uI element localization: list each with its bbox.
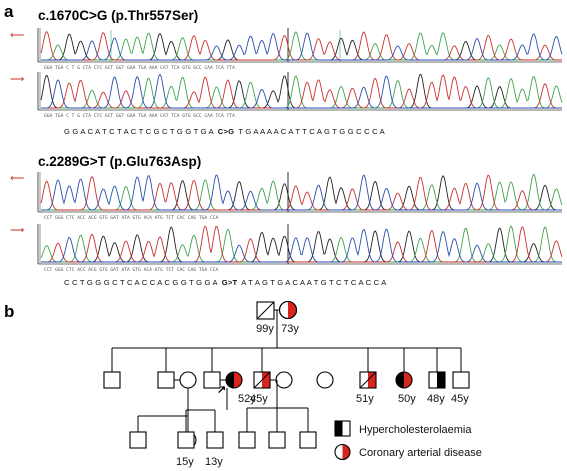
- sequence-2-right: A T A G T G A C A A T G T C T C A C C A: [241, 278, 387, 287]
- base-call-row-1b: GGA TGA C T G CTA CTC GCT GGT GAA TGA AA…: [44, 113, 235, 119]
- panel-a-label: a: [4, 2, 14, 21]
- brother-3-symbol: [428, 371, 446, 389]
- sibling-2-symbol: [157, 371, 175, 389]
- legend-label-2: Coronary arterial disease: [359, 447, 482, 459]
- sequence-1: G G A C A T C T A C T C G C T G G T G A …: [64, 127, 386, 136]
- base-call-row-1a: GGA TGA C T G CTA CTC GCT GGT GAA TGA AA…: [44, 65, 235, 71]
- base-call-row-2a: CCT GGG CTC ACC ACG GTG GAT ATA GTG ACA …: [44, 215, 218, 221]
- panel-b-label: b: [4, 302, 14, 321]
- age-child-2: 13y: [205, 456, 223, 468]
- base-call-row-2b: CCT GGG CTC ACC ACG GTG GAT ATA GTG ACA …: [44, 267, 218, 273]
- age-brother-3: 48y: [427, 393, 445, 405]
- sister-1-symbol: [316, 371, 334, 389]
- niece-nephew-1-symbol: [129, 431, 147, 449]
- age-sister: 50y: [398, 393, 416, 405]
- age-brother-1: 45y: [250, 393, 268, 405]
- sibling-1-symbol: [103, 371, 121, 389]
- forward-arrow-icon: ⟶: [10, 74, 24, 85]
- age-grandfather: 99y: [256, 323, 274, 335]
- sequence-1-right: T G A A A A C A T T C A G T G G C C C A: [238, 127, 385, 136]
- proband-child-2-symbol: [206, 431, 224, 449]
- age-proband: 52y: [238, 393, 256, 405]
- sister-2-symbol: [395, 371, 413, 389]
- chromatogram-2a: ⟵ CCT GGG CTC ACC ACG GTG GAT ATA GTG AC…: [10, 172, 563, 221]
- sequence-2: C C T G G G C T C A C C A C G G T G G A …: [64, 278, 387, 287]
- sequence-2-left: C C T G G G C T C A C C A C G G T G G A: [64, 278, 219, 287]
- brother-1-symbol: [253, 371, 271, 389]
- nephew-2-symbol: [268, 431, 286, 449]
- mutation-2-title: c.2289G>T (p.Glu763Asp): [38, 154, 201, 169]
- pedigree: 99y 73y ↗ 52y: [103, 300, 470, 468]
- mutation-2: c.2289G>T (p.Glu763Asp) ⟵ CCT GGG CTC AC…: [10, 154, 563, 287]
- deceased-slash: [256, 301, 275, 320]
- legend: Hypercholesterolaemia Coronary arterial …: [334, 420, 482, 461]
- legend-hypercholesterolaemia: Hypercholesterolaemia: [334, 420, 472, 437]
- trace-c-peaks: [41, 228, 562, 263]
- trace-t-peaks: [41, 74, 562, 109]
- proband-child-1-symbol: [177, 431, 195, 449]
- trace-g-peaks: [41, 226, 562, 263]
- trace-c-peaks: [41, 174, 562, 211]
- reverse-arrow-icon: ⟵: [10, 173, 24, 184]
- brother-2-symbol: [359, 371, 377, 389]
- proband-symbol: [225, 371, 243, 389]
- sibling-2-spouse-symbol: [179, 371, 197, 389]
- proband-arrow-icon: ↗: [217, 384, 226, 396]
- trace-a-peaks: [41, 173, 563, 211]
- trace-g-peaks: [41, 174, 562, 211]
- chromatogram-2b: ⟶ CCT GGG CTC ACC ACG GTG GAT ATA GTG AC…: [10, 224, 563, 273]
- mutation-1: c.1670C>G (p.Thr557Ser) ⟵ GGA TGA C T G …: [10, 8, 563, 136]
- sequence-1-variant: C>G: [218, 127, 234, 136]
- age-grandmother: 73y: [281, 323, 299, 335]
- nephew-1-symbol: [238, 431, 256, 449]
- grandmother-symbol: [278, 300, 298, 320]
- trace-a-peaks: [40, 225, 562, 263]
- nephew-3-symbol: [299, 431, 317, 449]
- brother-1-spouse-symbol: [275, 371, 293, 389]
- trace-t-peaks: [41, 225, 563, 263]
- age-brother-4: 45y: [451, 393, 469, 405]
- mutation-1-title: c.1670C>G (p.Thr557Ser): [38, 8, 198, 23]
- legend-coronary-arterial-disease: Coronary arterial disease: [334, 443, 482, 461]
- chromatogram-1b: ⟶ GGA TGA C T G CTA CTC GCT GGT GAA TGA …: [10, 72, 563, 119]
- brother-4-symbol: [452, 371, 470, 389]
- trace-t-peaks: [40, 31, 562, 61]
- trace-a-peaks: [41, 31, 562, 61]
- age-child-1: 15y: [176, 456, 194, 468]
- sequence-2-variant: G>T: [222, 278, 238, 287]
- legend-label-1: Hypercholesterolaemia: [359, 424, 472, 436]
- trace-a-peaks: [41, 75, 563, 109]
- forward-arrow-icon: ⟶: [10, 225, 24, 236]
- trace-c-peaks: [41, 32, 563, 61]
- sequence-1-left: G G A C A T C T A C T C G C T G G T G A: [64, 127, 215, 136]
- chromatogram-1a: ⟵ GGA TGA C T G CTA CTC GCT GGT GAA TGA …: [10, 28, 563, 71]
- age-brother-2: 51y: [356, 393, 374, 405]
- trace-c-peaks: [41, 73, 562, 109]
- trace-g-peaks: [41, 32, 562, 61]
- trace-t-peaks: [40, 174, 562, 211]
- reverse-arrow-icon: ⟵: [10, 30, 24, 41]
